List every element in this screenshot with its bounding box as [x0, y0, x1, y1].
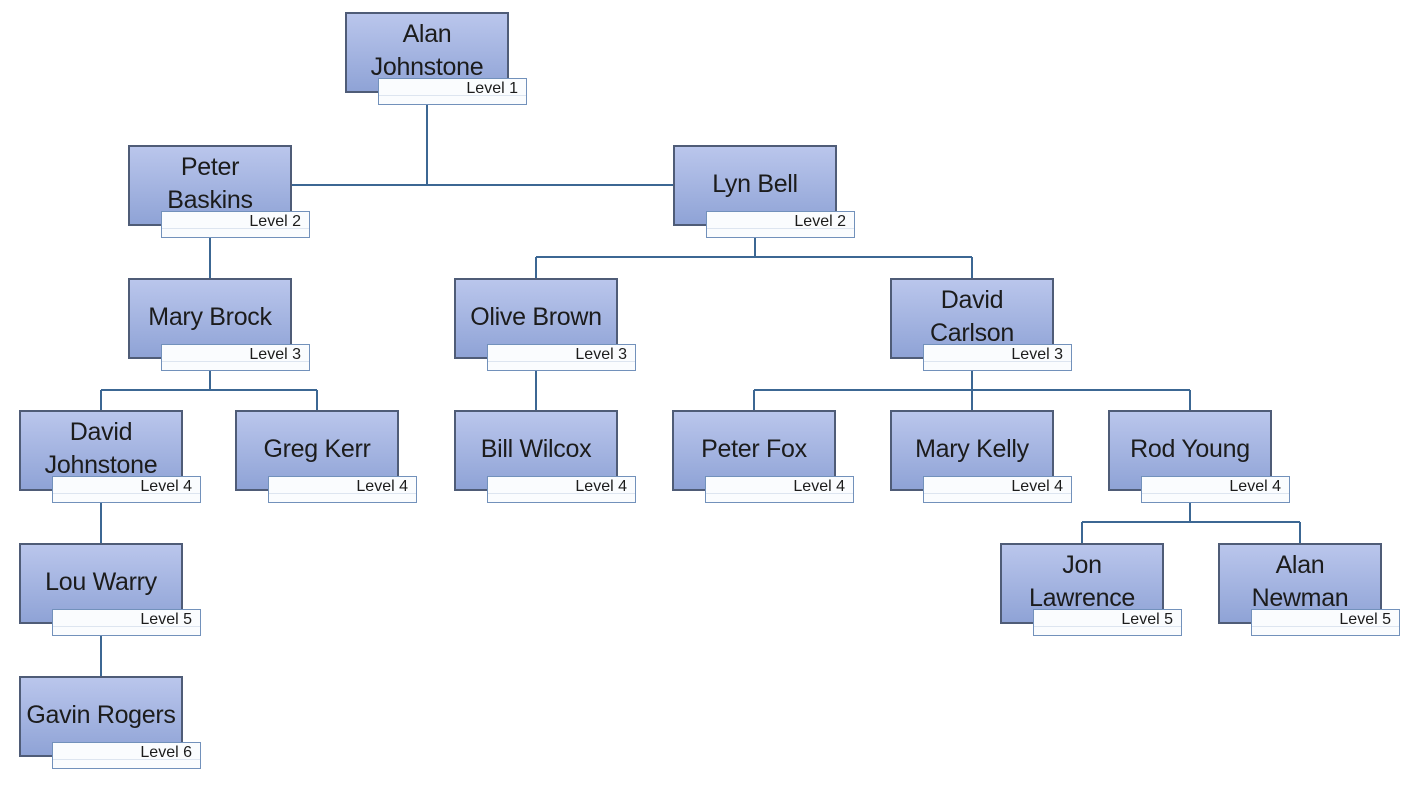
node-level-badge: Level 3 — [923, 344, 1072, 371]
node-name: Lou Warry — [45, 567, 157, 596]
org-node-peter-fox[interactable]: Peter Fox Level 4 — [672, 410, 854, 503]
org-node-david-johnstone[interactable]: David Johnstone Level 4 — [19, 410, 201, 503]
org-node-rod-young[interactable]: Rod Young Level 4 — [1108, 410, 1290, 503]
node-level-badge: Level 2 — [161, 211, 310, 238]
node-name: Bill Wilcox — [480, 434, 592, 463]
node-level-badge: Level 3 — [487, 344, 636, 371]
connector-alan-johnstone-children — [292, 105, 673, 186]
node-name: Jon Lawrence — [1029, 551, 1135, 612]
node-level-badge: Level 5 — [1251, 609, 1400, 636]
org-node-jon-lawrence[interactable]: Jon Lawrence Level 5 — [1000, 543, 1182, 636]
node-name: Greg Kerr — [263, 434, 371, 463]
node-level-badge: Level 4 — [487, 476, 636, 503]
node-level-badge: Level 6 — [52, 742, 201, 769]
org-node-greg-kerr[interactable]: Greg Kerr Level 4 — [235, 410, 417, 503]
org-node-lyn-bell[interactable]: Lyn Bell Level 2 — [673, 145, 855, 238]
node-level-badge: Level 4 — [705, 476, 854, 503]
node-name: Lyn Bell — [712, 169, 798, 198]
node-name: Gavin Rogers — [26, 700, 176, 729]
node-level-badge: Level 5 — [1033, 609, 1182, 636]
org-node-gavin-rogers[interactable]: Gavin Rogers Level 6 — [19, 676, 201, 769]
org-node-mary-kelly[interactable]: Mary Kelly Level 4 — [890, 410, 1072, 503]
connector-david-carlson-children — [753, 371, 1191, 410]
org-node-bill-wilcox[interactable]: Bill Wilcox Level 4 — [454, 410, 636, 503]
node-name: Mary Brock — [148, 302, 272, 331]
connector-lyn-bell-children — [535, 238, 973, 278]
node-name: David Carlson — [929, 286, 1015, 347]
node-level-badge: Level 5 — [52, 609, 201, 636]
node-level-badge: Level 2 — [706, 211, 855, 238]
node-level-badge: Level 4 — [52, 476, 201, 503]
connector-mary-brock-children — [100, 371, 318, 410]
node-name: Mary Kelly — [915, 434, 1029, 463]
org-node-david-carlson[interactable]: David Carlson Level 3 — [890, 278, 1072, 371]
node-name: Peter Fox — [701, 434, 807, 463]
org-node-alan-newman[interactable]: Alan Newman Level 5 — [1218, 543, 1400, 636]
node-name: Peter Baskins — [167, 153, 253, 214]
node-name: Alan Newman — [1251, 551, 1349, 612]
org-node-peter-baskins[interactable]: Peter Baskins Level 2 — [128, 145, 310, 238]
org-node-alan-johnstone[interactable]: Alan Johnstone Level 1 — [345, 12, 527, 105]
node-name: David Johnstone — [44, 418, 158, 479]
node-name: Olive Brown — [470, 302, 602, 331]
node-name: Alan Johnstone — [370, 20, 484, 81]
node-level-badge: Level 1 — [378, 78, 527, 105]
node-level-badge: Level 3 — [161, 344, 310, 371]
node-level-badge: Level 4 — [1141, 476, 1290, 503]
node-name: Rod Young — [1130, 434, 1250, 463]
connector-rod-young-children — [1081, 503, 1301, 543]
node-level-badge: Level 4 — [268, 476, 417, 503]
node-level-badge: Level 4 — [923, 476, 1072, 503]
org-node-olive-brown[interactable]: Olive Brown Level 3 — [454, 278, 636, 371]
org-node-lou-warry[interactable]: Lou Warry Level 5 — [19, 543, 201, 636]
org-node-mary-brock[interactable]: Mary Brock Level 3 — [128, 278, 310, 371]
